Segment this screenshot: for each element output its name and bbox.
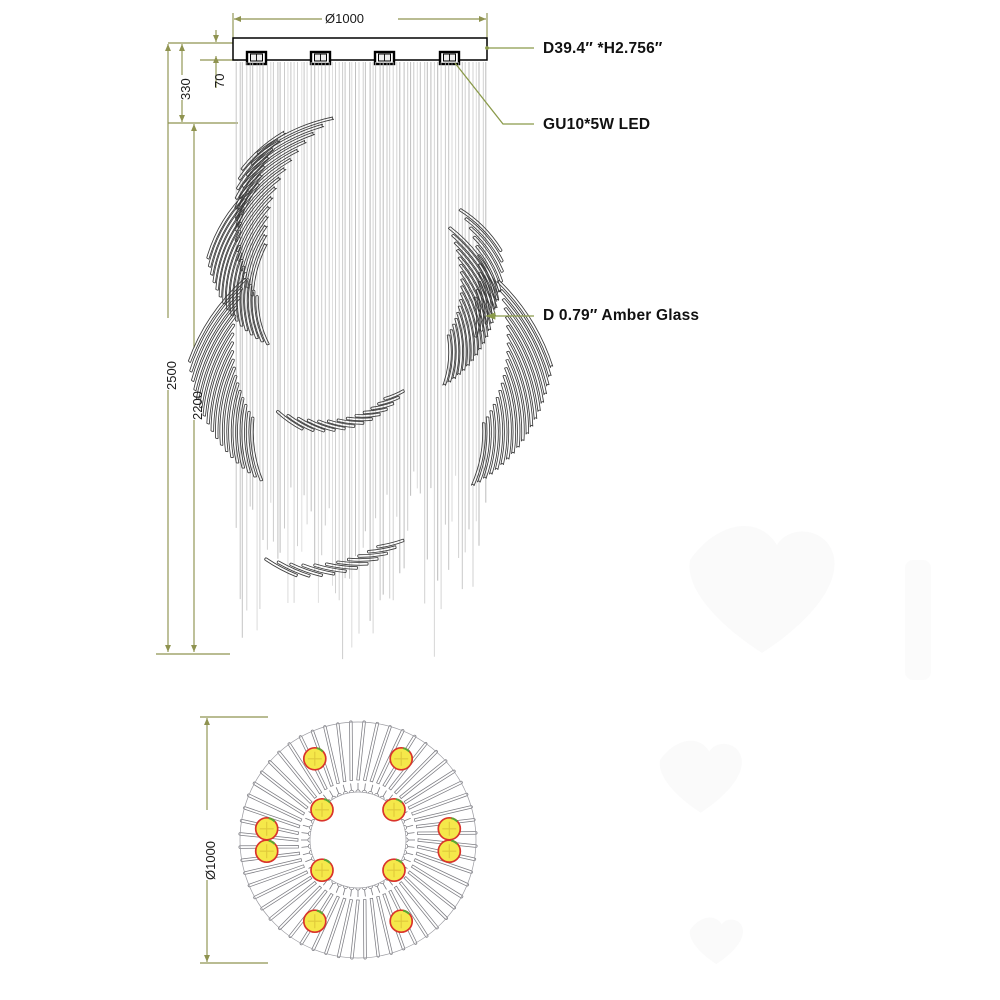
plan-led-5 [302, 746, 327, 771]
plan-view-circular [238, 720, 478, 960]
plan-led-8 [302, 909, 327, 934]
callout-canopy-label: D39.4″ *H2.756″ [543, 40, 663, 57]
dim-height-70: 70 [212, 73, 227, 88]
plan-led-10 [437, 816, 462, 841]
callout-leaders [454, 46, 534, 320]
plan-led-6 [389, 746, 414, 771]
plan-led-9 [254, 816, 279, 841]
curved-glass-rod-fans [187, 116, 554, 578]
plan-led-12 [437, 839, 462, 864]
dim-top-diameter: Ø1000 [325, 11, 365, 26]
gu10-led-fixture [245, 50, 461, 66]
dim-height-330: 330 [178, 78, 193, 100]
callout-lamp-label: GU10*5W LED [543, 116, 651, 133]
background-glass-rods [235, 62, 487, 660]
dim-plan-diameter: Ø1000 [203, 840, 218, 880]
plan-led-1 [310, 797, 334, 822]
dim-height-2200: 2200 [190, 391, 205, 420]
callout-glass-label: D 0.79″ Amber Glass [543, 307, 700, 324]
plan-led-7 [389, 909, 414, 934]
plan-led-3 [382, 858, 406, 883]
dim-height-2500: 2500 [164, 361, 179, 390]
watermark [660, 526, 931, 964]
plan-led-2 [382, 797, 406, 822]
dimension-group-plan [200, 716, 268, 964]
ceiling-canopy-plate [232, 37, 488, 66]
plan-led-11 [254, 839, 279, 864]
dimension-group-elevation [156, 13, 488, 655]
plan-led-4 [310, 858, 334, 883]
